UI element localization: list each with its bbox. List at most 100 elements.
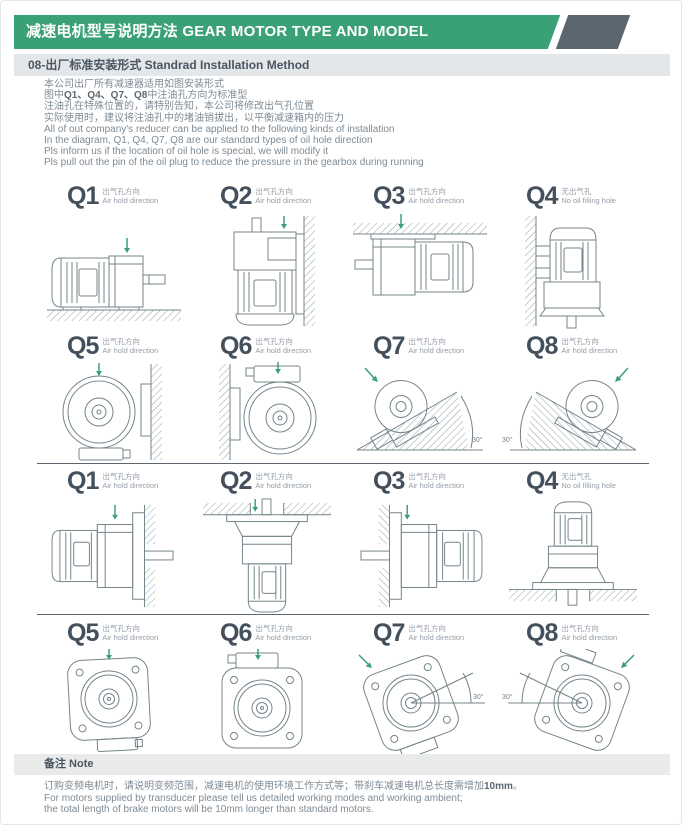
page-title: 减速电机型号说明方法 GEAR MOTOR TYPE AND MODEL <box>26 23 429 40</box>
note-zh-post: 。 <box>512 781 523 792</box>
section-header: 08-出厂标准安装形式 Standrad Installation Method <box>14 54 670 76</box>
q1-label-en: Air hold direction <box>102 481 159 490</box>
q2-label-zh: 出气孔方向 <box>255 187 293 196</box>
q3-flange-wall-left-diagram <box>360 504 482 608</box>
note-text: 订购变频电机时，请说明变频范围，减速电机的使用环境工作方式等；带刹车减速电机总长… <box>44 781 523 816</box>
q7-label-en: Air hold direction <box>408 346 465 355</box>
q2-label-en: Air hold direction <box>255 481 312 490</box>
q8-label-zh: 出气孔方向 <box>561 624 599 633</box>
note-line-zh: 订购变频电机时，请说明变频范围，减速电机的使用环境工作方式等；带刹车减速电机总长… <box>44 781 523 793</box>
q5-label-zh: 出气孔方向 <box>102 624 140 633</box>
q7-angle-label: 30° <box>472 436 483 444</box>
q8-angle-label: 30° <box>502 693 513 701</box>
q2-label-en: Air hold direction <box>255 196 312 205</box>
q1-label-zh: 出气孔方向 <box>102 187 140 196</box>
air-direction-arrow-icon <box>105 649 112 660</box>
q7-label-zh: 出气孔方向 <box>408 624 446 633</box>
air-direction-arrow-icon <box>123 238 130 253</box>
q1-label-en: Air hold direction <box>102 196 159 205</box>
q2-code: Q2 <box>220 467 252 495</box>
q3-label-en: Air hold direction <box>408 196 465 205</box>
q8-code: Q8 <box>526 619 558 647</box>
air-direction-arrow-icon <box>111 504 118 520</box>
intro-line-en2: In the diagram, Q1, Q4, Q7, Q8 are our s… <box>44 135 373 147</box>
intro-text: 本公司出厂所有减速器适用如图安装形式 图中Q1、Q4、Q7、Q8中注油孔方向为标… <box>44 79 424 169</box>
q1-flange-wall-right-diagram <box>51 504 173 608</box>
note-header: 备注 Note <box>14 754 670 775</box>
q5-label-zh: 出气孔方向 <box>102 337 140 346</box>
q3-code: Q3 <box>373 467 405 495</box>
q1-floor-mount-diagram <box>46 238 181 321</box>
q2-flange-ceiling-diagram <box>202 498 331 613</box>
install-row-3: Q1 出气孔方向 Air hold direction <box>37 469 649 615</box>
q4-label-en: No oil filling hole <box>561 196 616 205</box>
air-direction-arrow-icon <box>280 216 287 229</box>
q2-code: Q2 <box>220 182 252 210</box>
q6-flange-front-diagram <box>221 649 302 749</box>
q8-angle-label: 30° <box>502 436 513 444</box>
q4-label-en: No oil filling hole <box>561 481 616 490</box>
intro-line-zh4: 实际使用时，建议将注油孔中的堵油销拔出，以平衡减速箱内的压力 <box>44 112 344 124</box>
q8-label-en: Air hold direction <box>561 346 618 355</box>
section-title: 08-出厂标准安装形式 Standrad Installation Method <box>28 58 310 72</box>
air-direction-arrow-icon <box>274 362 281 374</box>
intro-line-zh2: 图中Q1、Q4、Q7、Q8中注油孔方向为标准型 <box>44 90 424 101</box>
q4-code: Q4 <box>526 467 558 495</box>
intro-line-en1: All of out company's reducer can be appl… <box>44 123 395 135</box>
q7-label-zh: 出气孔方向 <box>408 337 446 346</box>
header-green-band <box>14 15 534 49</box>
q6-label-en: Air hold direction <box>255 346 312 355</box>
intro-line-en4: Pls pull out the pin of the oil plug to … <box>44 157 424 169</box>
q4-code: Q4 <box>526 182 558 210</box>
intro-line-en3: Pls inform us if the location of oil hol… <box>44 146 329 158</box>
air-direction-arrow-icon <box>403 504 410 520</box>
air-direction-arrow-icon <box>614 367 629 382</box>
q3-label-zh: 出气孔方向 <box>408 472 446 481</box>
air-direction-arrow-icon <box>620 654 635 668</box>
q5-label-en: Air hold direction <box>102 346 159 355</box>
q6-front-wall-left-diagram <box>218 362 316 460</box>
air-direction-arrow-icon <box>357 654 372 668</box>
q6-label-en: Air hold direction <box>255 633 312 642</box>
air-direction-arrow-icon <box>397 214 404 229</box>
intro-zh2-bold: Q1、Q4、Q7、Q8 <box>64 90 148 102</box>
q7-code: Q7 <box>373 332 405 360</box>
q5-code: Q5 <box>67 619 99 647</box>
q5-front-wall-right-diagram <box>62 363 162 461</box>
q3-label-zh: 出气孔方向 <box>408 187 446 196</box>
q5-label-en: Air hold direction <box>102 633 159 642</box>
q3-ceiling-mount-diagram <box>352 214 487 296</box>
q2-wall-mount-diagram <box>233 216 315 326</box>
air-direction-arrow-icon <box>95 363 102 376</box>
intro-line-zh1: 本公司出厂所有减速器适用如图安装形式 <box>44 79 224 90</box>
q1-code: Q1 <box>67 467 99 495</box>
q6-code: Q6 <box>220 332 252 360</box>
q3-code: Q3 <box>373 182 405 210</box>
section-divider-1 <box>37 463 649 464</box>
